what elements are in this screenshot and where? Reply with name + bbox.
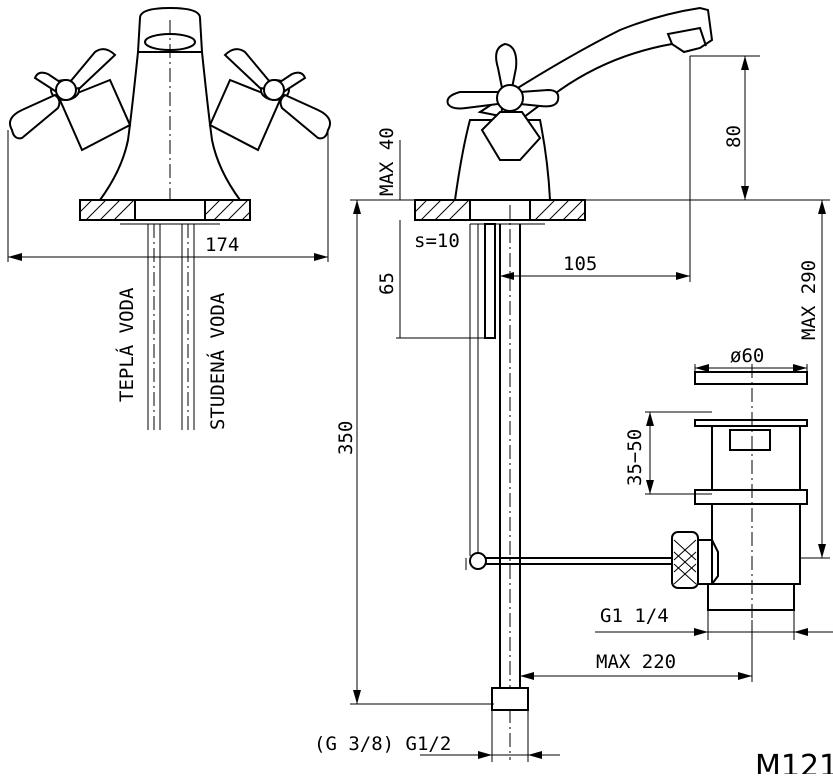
- model-code: M121: [755, 749, 833, 774]
- reach-105-label: 105: [563, 253, 597, 275]
- thread-g114-label: G1 1/4: [600, 605, 669, 627]
- max-220-label: MAX 220: [596, 651, 676, 673]
- feed-thread-label: (G 3/8) G1/2: [314, 733, 451, 755]
- side-view: MAX 40 s=10 65 105 80 MAX 290 350: [314, 6, 833, 762]
- warm-water-label: TEPLÁ VODA: [115, 287, 138, 402]
- front-view: 174 TEPLÁ VODA STUDENÁ VODA: [7, 6, 331, 430]
- max-290-label: MAX 290: [798, 260, 820, 340]
- thickness-label: s=10: [414, 230, 460, 252]
- depth-65-label: 65: [376, 272, 398, 295]
- diameter-60-label: ø60: [730, 345, 764, 367]
- length-350-label: 350: [335, 421, 357, 455]
- max-40-label: MAX 40: [376, 127, 398, 196]
- range-35-50-label: 35−50: [624, 429, 646, 486]
- height-80-label: 80: [723, 125, 745, 148]
- cold-water-label: STUDENÁ VODA: [206, 292, 229, 430]
- front-width-label: 174: [205, 234, 239, 256]
